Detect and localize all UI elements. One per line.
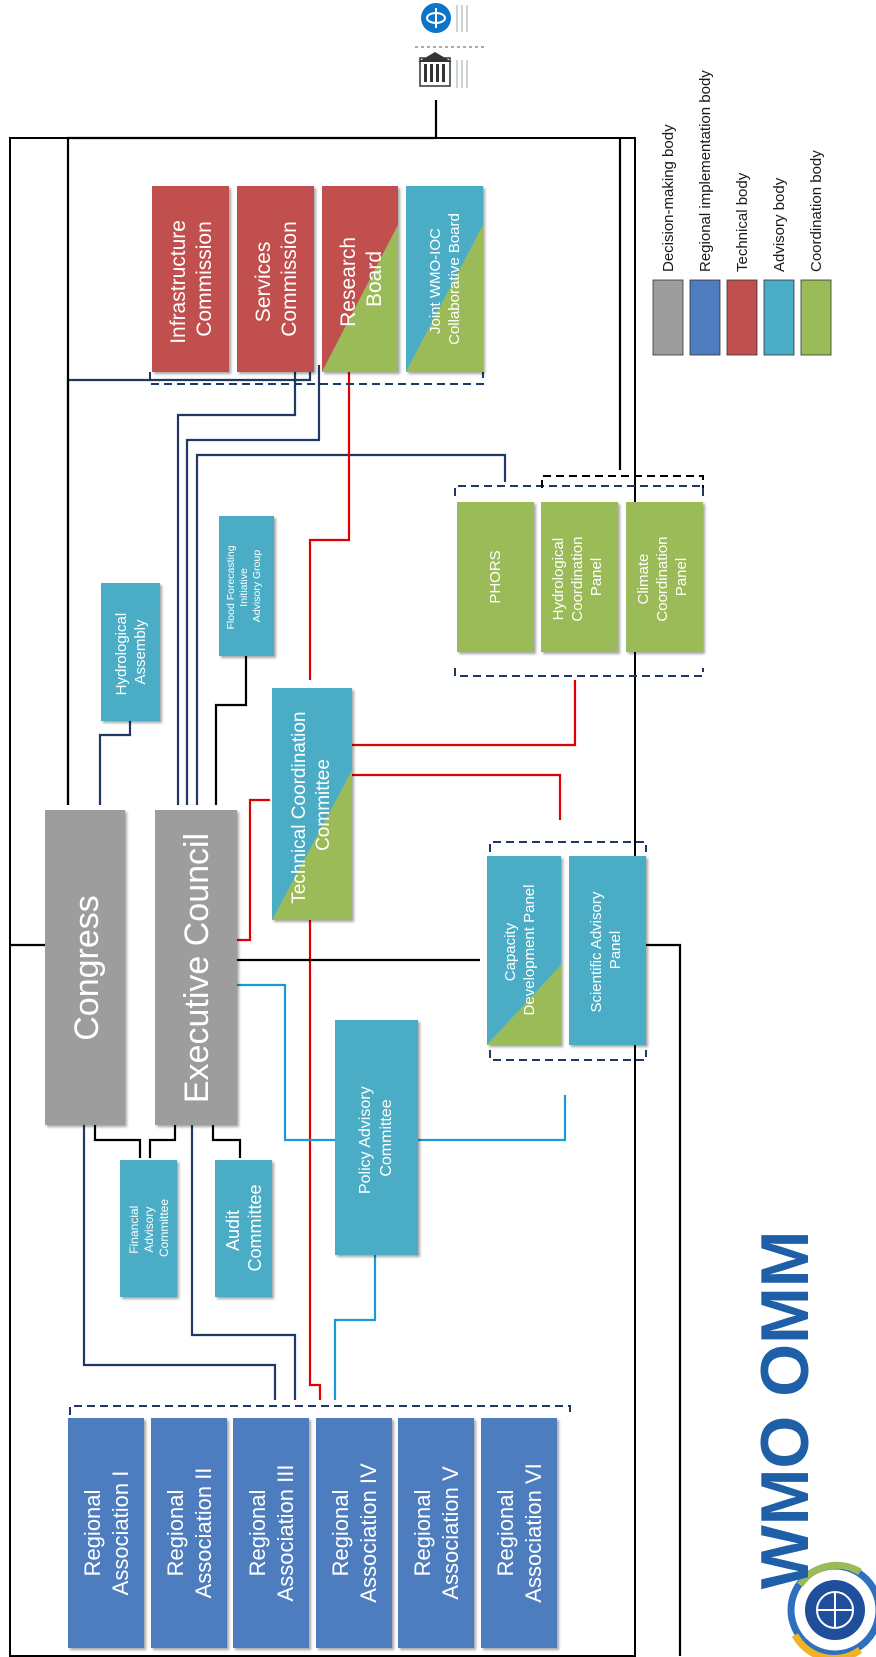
regional-association-6-box[interactable] — [481, 1418, 557, 1648]
hydrological-assembly-box[interactable] — [101, 583, 160, 721]
connector-ec-infrastructure — [176, 365, 297, 805]
legend-label-1: Decision-making body — [660, 124, 677, 272]
regional-group-bracket — [69, 1405, 571, 1415]
congress-box[interactable] — [45, 810, 125, 1125]
phors-box[interactable] — [457, 502, 534, 652]
regional-association-1-box[interactable] — [68, 1418, 144, 1648]
services-commission-box[interactable] — [237, 186, 314, 372]
connectors — [10, 100, 682, 1656]
ioc-logo — [421, 3, 468, 33]
legend-label-2: Regional implementation body — [697, 70, 714, 272]
connector-scientific-frame — [645, 943, 682, 1656]
legend-swatch-5 — [800, 279, 832, 356]
connector-ec-panels — [195, 453, 507, 805]
legend-label-3: Technical body — [734, 172, 751, 272]
technical-coordination-label: Technical Coordination Committee — [289, 706, 334, 904]
financial-advisory-label: Financial Advisory Committee — [127, 1199, 171, 1257]
panels-group-black-bracket — [541, 475, 704, 488]
legend-swatch-1 — [652, 279, 684, 356]
capacity-development-label: Capacity Development Panel — [502, 885, 538, 1016]
unesco-logo — [418, 52, 468, 88]
capacity-development-box[interactable] — [487, 856, 561, 1045]
connector-ec-policy — [237, 983, 335, 1142]
infrastructure-commission-box[interactable] — [152, 186, 229, 372]
technical-coordination-box[interactable] — [272, 688, 352, 920]
connector-ec-services — [185, 365, 321, 805]
infrastructure-commission-label: Infrastructure Commission — [167, 214, 216, 344]
legend-swatch-3 — [726, 279, 758, 356]
phors-label: PHORS — [487, 550, 504, 603]
joint-wmo-ioc-box[interactable] — [406, 186, 483, 372]
dashed-groups — [69, 372, 704, 1415]
connector-policy-capacity — [418, 1095, 567, 1142]
legend-label-5: Coordination body — [808, 150, 825, 272]
scientific-advisory-box[interactable] — [569, 856, 646, 1045]
capacity-group-bottom-bracket — [489, 1050, 647, 1061]
flood-forecasting-box[interactable] — [219, 516, 274, 656]
connector-research-tcc — [308, 365, 351, 680]
audit-box[interactable] — [215, 1160, 272, 1297]
joint-wmo-ioc-label: Joint WMO-IOC Collaborative Board — [427, 213, 463, 345]
regional-association-4-box[interactable] — [316, 1418, 392, 1648]
research-board-box[interactable] — [322, 186, 398, 372]
policy-advisory-label: Policy Advisory Committee — [357, 1082, 395, 1194]
congress-label: Congress — [68, 895, 106, 1041]
connector-tcc-capacity — [352, 773, 562, 820]
research-board-label: Research Board — [337, 231, 386, 327]
panels-group-bottom-bracket — [454, 668, 704, 677]
connector-ec-financial — [148, 1125, 177, 1158]
regional-association-5-box[interactable] — [398, 1418, 474, 1648]
connector-congress-regional — [82, 1125, 277, 1400]
executive-council-box[interactable] — [155, 810, 237, 1125]
panels-group-top-bracket — [454, 485, 704, 496]
legend-swatch-2 — [689, 279, 721, 356]
connector-congress-hydrological-assembly — [98, 720, 132, 805]
connector-ec-tcc — [237, 798, 270, 942]
flood-forecasting-label: Flood Forecasting Initiative Advisory Gr… — [225, 543, 263, 630]
legend-swatch-4 — [763, 279, 795, 356]
connector-ec-regional — [190, 1125, 297, 1400]
hydrological-assembly-label: Hydrological Assembly — [113, 609, 149, 696]
connector-top-frame — [66, 136, 436, 805]
services-commission-label: Services Commission — [252, 221, 301, 337]
connector-ec-audit — [211, 1125, 242, 1158]
connector-tcc-regional — [308, 915, 322, 1400]
legend: Decision-making body Regional implementat… — [652, 70, 832, 356]
legend-label-4: Advisory body — [771, 177, 788, 272]
hydrological-coordination-label: Hydrological Coordination Panel — [550, 532, 605, 621]
regional-association-3-box[interactable] — [233, 1418, 309, 1648]
scientific-advisory-label: Scientific Advisory Panel — [588, 887, 624, 1012]
hydrological-coordination-box[interactable] — [541, 502, 618, 652]
financial-advisory-box[interactable] — [120, 1160, 177, 1297]
connector-congress-financial — [93, 1125, 142, 1158]
capacity-group-top-bracket — [489, 841, 647, 852]
policy-advisory-box[interactable] — [335, 1020, 418, 1255]
wmo-omm-logo-text: WMO OMM — [747, 1231, 823, 1590]
regional-association-2-box[interactable] — [151, 1418, 227, 1648]
connector-policy-regional — [333, 1255, 377, 1400]
connector-ec-flood-forecasting — [214, 655, 248, 805]
connector-tcc-hydro-panel — [352, 680, 577, 747]
commissions-group-bracket — [149, 372, 484, 385]
executive-council-label: Executive Council — [178, 833, 216, 1103]
climate-coordination-box[interactable] — [626, 502, 703, 652]
audit-label: Audit Committee — [223, 1184, 265, 1271]
wmo-emblem-icon — [787, 1561, 876, 1657]
climate-coordination-label: Climate Coordination Panel — [635, 532, 690, 621]
